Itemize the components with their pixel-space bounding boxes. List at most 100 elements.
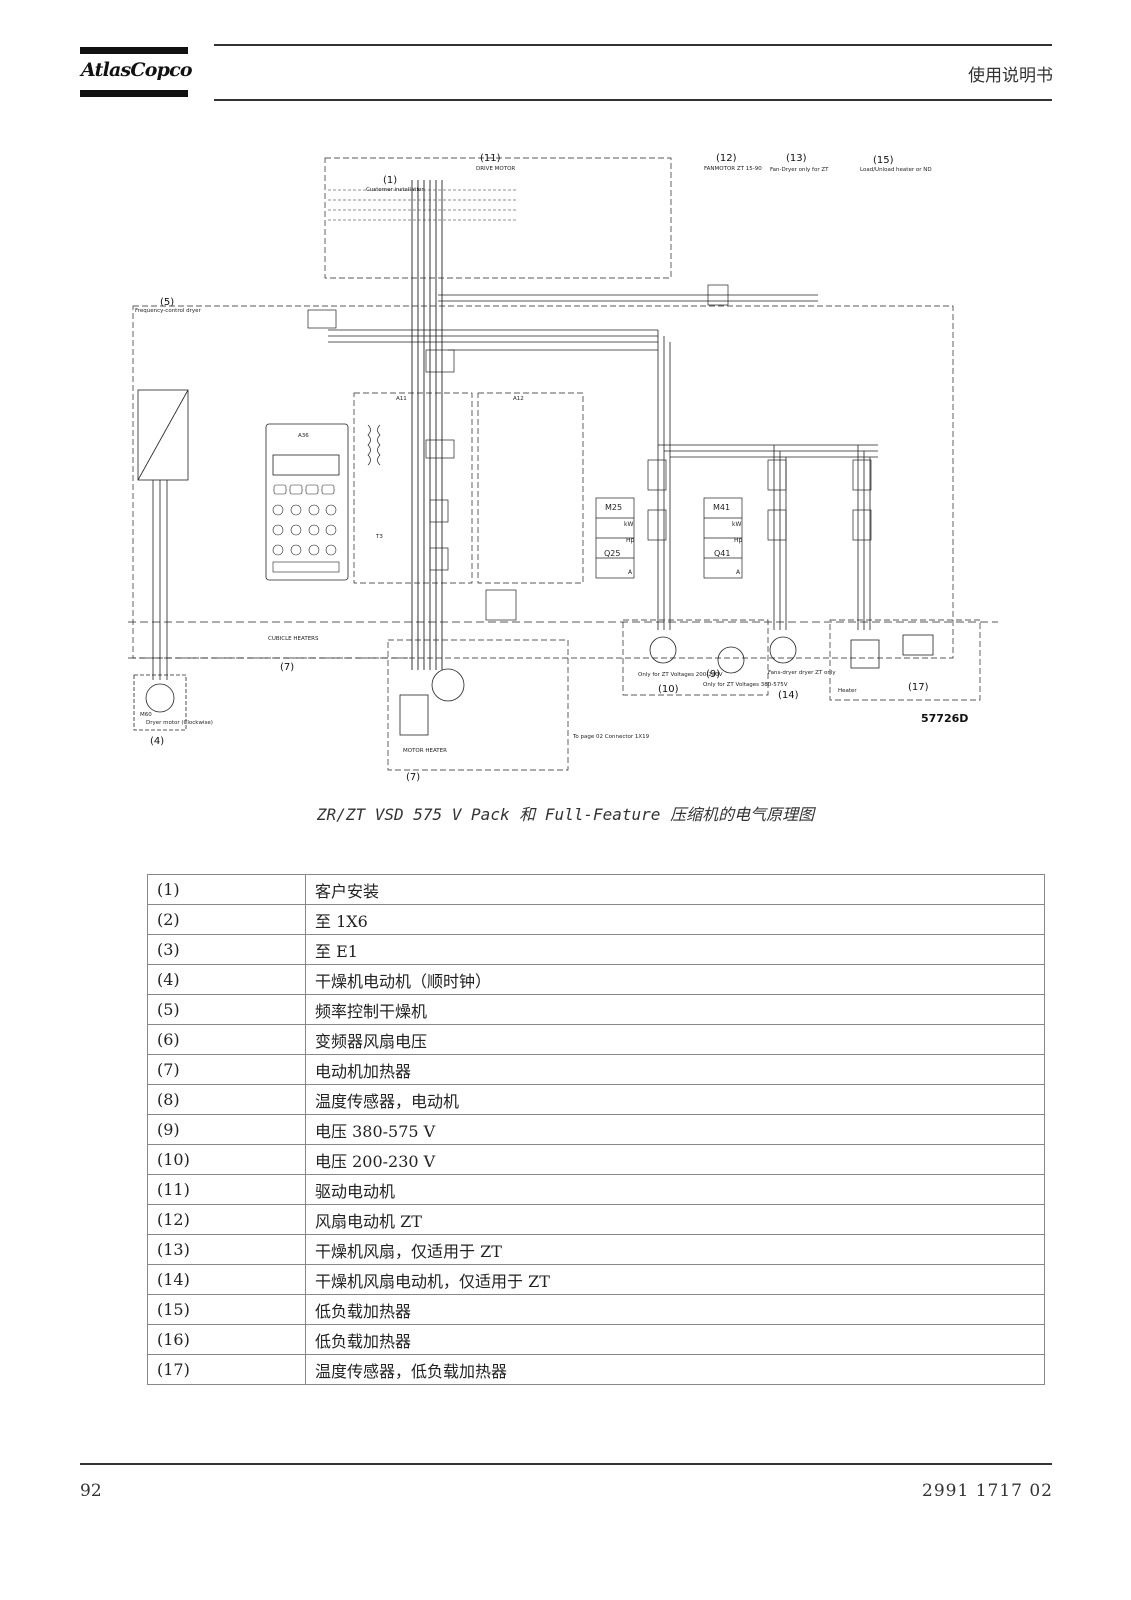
label-amp-m41: A	[736, 569, 741, 576]
legend-description: 低负载加热器	[305, 1324, 1045, 1355]
legend-row: (7)电动机加热器	[147, 1054, 1045, 1085]
legend-number: (17)	[147, 1354, 306, 1385]
legend-number: (13)	[147, 1234, 306, 1265]
label-loadunload-heater: Load/Unload heater or ND	[860, 167, 932, 173]
heater-box	[829, 619, 981, 701]
legend-row: (10)电压 200-230 V	[147, 1144, 1045, 1175]
legend-number: (3)	[147, 934, 306, 965]
label-t3: T3	[375, 534, 383, 540]
label-fan-motor-zt: FANMOTOR ZT 15-90	[704, 166, 762, 172]
legend-row: (5)频率控制干燥机	[147, 994, 1045, 1025]
legend-description: 至 E1	[305, 934, 1045, 965]
callout-9: (9)	[706, 669, 720, 680]
legend-description: 至 1X6	[305, 904, 1045, 935]
document-number: 2991 1717 02	[922, 1481, 1053, 1501]
legend-table: (1)客户安装(2)至 1X6(3)至 E1(4)干燥机电动机（顺时钟）(5)频…	[147, 874, 1045, 1385]
label-m25: M25	[605, 503, 622, 512]
footer-rule	[80, 1463, 1052, 1465]
legend-number: (16)	[147, 1324, 306, 1355]
legend-row: (8)温度传感器，电动机	[147, 1084, 1045, 1115]
legend-row: (17)温度传感器，低负载加热器	[147, 1354, 1045, 1385]
electrical-schematic: (1) (11) (12) (13) (15) (5) (7) (4) (9) …	[118, 150, 1010, 790]
legend-row: (11)驱动电动机	[147, 1174, 1045, 1205]
legend-row: (16)低负载加热器	[147, 1324, 1045, 1355]
logo-text: AtlasCopco	[81, 59, 193, 81]
logo-bar-top	[80, 47, 188, 54]
figure-caption: ZR/ZT VSD 575 V Pack 和 Full-Feature 压缩机的…	[316, 805, 815, 824]
label-m25b-note: Only for ZT Voltages 380-575V	[703, 682, 788, 688]
legend-description: 干燥机风扇电动机，仅适用于 ZT	[305, 1264, 1045, 1295]
callout-17: (17)	[908, 682, 929, 693]
label-m25-note: Only for ZT Voltages 200-230V	[638, 672, 723, 678]
callout-12: (12)	[716, 153, 737, 164]
legend-row: (12)风扇电动机 ZT	[147, 1204, 1045, 1235]
motor-heater-box	[387, 639, 569, 771]
fan-motor-box	[622, 619, 769, 696]
legend-description: 电压 200-230 V	[305, 1144, 1045, 1175]
header-rule-bottom	[214, 99, 1052, 101]
label-freq-control-dryer: Frequency-control dryer	[135, 308, 202, 314]
callout-1: (1)	[383, 175, 397, 186]
main-cabinet-box	[132, 305, 954, 659]
legend-description: 干燥机风扇，仅适用于 ZT	[305, 1234, 1045, 1265]
label-a12: A12	[513, 396, 524, 402]
callout-7b: (7)	[406, 772, 420, 783]
legend-description: 客户安装	[305, 874, 1045, 905]
label-m60: M60	[140, 712, 152, 718]
legend-number: (5)	[147, 994, 306, 1025]
legend-row: (1)客户安装	[147, 874, 1045, 905]
legend-description: 电动机加热器	[305, 1054, 1045, 1085]
label-fan-dryer: Fan-Dryer only for ZT	[770, 167, 829, 173]
dryer-inverter	[137, 389, 189, 481]
legend-description: 电压 380-575 V	[305, 1114, 1045, 1145]
callout-11: (11)	[480, 153, 501, 164]
label-kw-m25: kW	[624, 521, 633, 528]
a36-keypad	[265, 423, 349, 581]
legend-description: 变频器风扇电压	[305, 1024, 1045, 1055]
callout-5: (5)	[160, 297, 174, 308]
label-hp-m41: Hp	[734, 537, 743, 544]
legend-number: (2)	[147, 904, 306, 935]
legend-number: (12)	[147, 1204, 306, 1235]
callout-14: (14)	[778, 690, 799, 701]
legend-number: (7)	[147, 1054, 306, 1085]
legend-row: (15)低负载加热器	[147, 1294, 1045, 1325]
legend-description: 温度传感器，低负载加热器	[305, 1354, 1045, 1385]
legend-description: 低负载加热器	[305, 1294, 1045, 1325]
label-m41-note: Fans-dryer dryer ZT only	[768, 670, 836, 676]
drive-motor-symbol	[431, 668, 465, 702]
atlas-copco-logo: AtlasCopco	[80, 47, 193, 99]
label-heater: Heater	[838, 688, 857, 694]
legend-number: (1)	[147, 874, 306, 905]
legend-row: (4)干燥机电动机（顺时钟）	[147, 964, 1045, 995]
legend-number: (6)	[147, 1024, 306, 1055]
label-dryer-motor: Dryer motor (Clockwise)	[146, 720, 213, 726]
page-number: 92	[80, 1481, 102, 1501]
label-amp-m25: A	[628, 569, 633, 576]
label-kw-m41: kW	[732, 521, 741, 528]
callout-15: (15)	[873, 155, 894, 166]
legend-number: (11)	[147, 1174, 306, 1205]
legend-row: (6)变频器风扇电压	[147, 1024, 1045, 1055]
drawing-number: 57726D	[921, 712, 968, 725]
logo-bar-bottom	[80, 90, 188, 97]
label-drive-motor: DRIVE MOTOR	[476, 166, 515, 172]
a11-box	[353, 392, 473, 584]
callout-4: (4)	[150, 736, 164, 747]
legend-number: (9)	[147, 1114, 306, 1145]
legend-description: 频率控制干燥机	[305, 994, 1045, 1025]
label-q41: Q41	[714, 549, 730, 558]
header-title: 使用说明书	[968, 66, 1053, 86]
label-m41: M41	[713, 503, 730, 512]
legend-row: (9)电压 380-575 V	[147, 1114, 1045, 1145]
a12-box	[477, 392, 584, 584]
legend-number: (15)	[147, 1294, 306, 1325]
label-a11: A11	[396, 396, 407, 402]
legend-description: 干燥机电动机（顺时钟）	[305, 964, 1045, 995]
legend-row: (14)干燥机风扇电动机，仅适用于 ZT	[147, 1264, 1045, 1295]
legend-description: 驱动电动机	[305, 1174, 1045, 1205]
label-q25: Q25	[604, 549, 620, 558]
legend-number: (4)	[147, 964, 306, 995]
label-cubicle-heaters: CUBICLE HEATERS	[268, 636, 319, 642]
label-hp-m25: Hp	[626, 537, 635, 544]
